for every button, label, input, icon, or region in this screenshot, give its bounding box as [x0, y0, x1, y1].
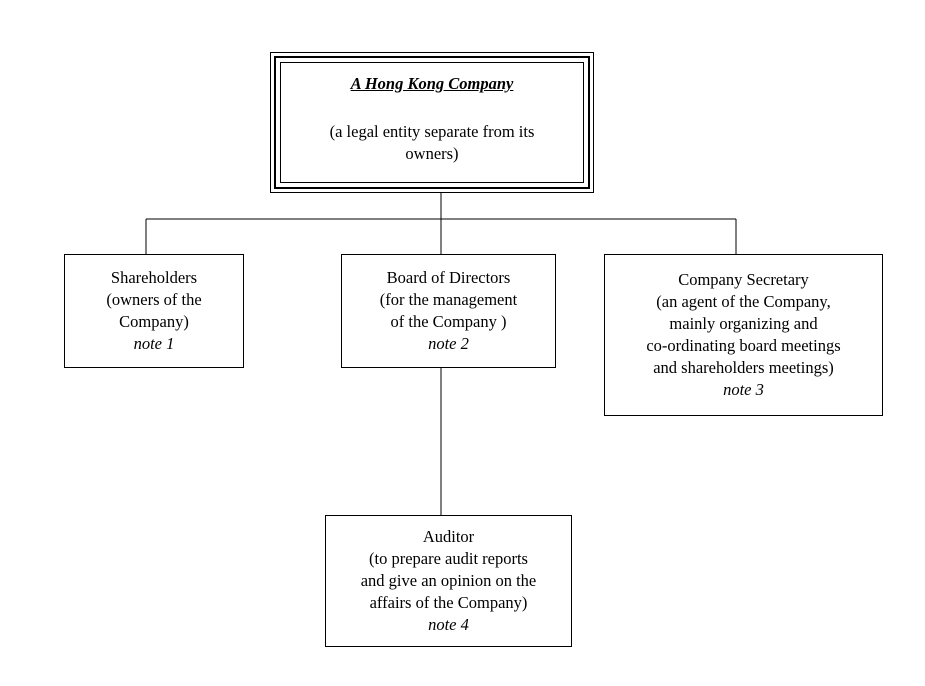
node-secretary-line: co-ordinating board meetings: [646, 336, 841, 355]
node-board-line: (for the management: [379, 290, 518, 309]
node-shareholders-line: Company): [119, 312, 189, 331]
node-board-line: of the Company ): [390, 312, 507, 331]
node-auditor-line: (to prepare audit reports: [369, 549, 528, 568]
node-shareholders: Shareholders (owners of the Company) not…: [64, 254, 244, 368]
node-board-note: note 2: [428, 334, 469, 353]
root-node-subtitle: (a legal entity separate from its owners…: [330, 121, 535, 165]
node-auditor-line: Auditor: [422, 527, 475, 546]
root-node-frame: A Hong Kong Company (a legal entity sepa…: [274, 56, 590, 189]
node-auditor-line: affairs of the Company): [369, 593, 528, 612]
root-node-content: A Hong Kong Company (a legal entity sepa…: [280, 62, 584, 183]
root-node-hong-kong-company: A Hong Kong Company (a legal entity sepa…: [270, 52, 594, 193]
node-shareholders-note: note 1: [133, 334, 175, 353]
root-node-subtitle-line: (a legal entity separate from its: [329, 122, 535, 141]
root-node-subtitle-line: owners): [405, 144, 459, 163]
root-node-title: A Hong Kong Company: [350, 74, 514, 93]
node-shareholders-line: Shareholders: [110, 268, 198, 287]
node-secretary-line: Company Secretary: [678, 270, 809, 289]
node-shareholders-line: (owners of the: [106, 290, 202, 309]
node-secretary-line: (an agent of the Company,: [656, 292, 831, 311]
node-secretary-line: mainly organizing and: [669, 314, 818, 333]
node-company-secretary: Company Secretary (an agent of the Compa…: [604, 254, 883, 416]
node-board-line: Board of Directors: [386, 268, 511, 287]
node-secretary-note: note 3: [723, 380, 764, 399]
node-auditor-line: and give an opinion on the: [360, 571, 537, 590]
node-auditor: Auditor (to prepare audit reports and gi…: [325, 515, 572, 647]
node-secretary-line: and shareholders meetings): [653, 358, 834, 377]
node-board-of-directors: Board of Directors (for the management o…: [341, 254, 556, 368]
node-auditor-note: note 4: [428, 615, 469, 634]
